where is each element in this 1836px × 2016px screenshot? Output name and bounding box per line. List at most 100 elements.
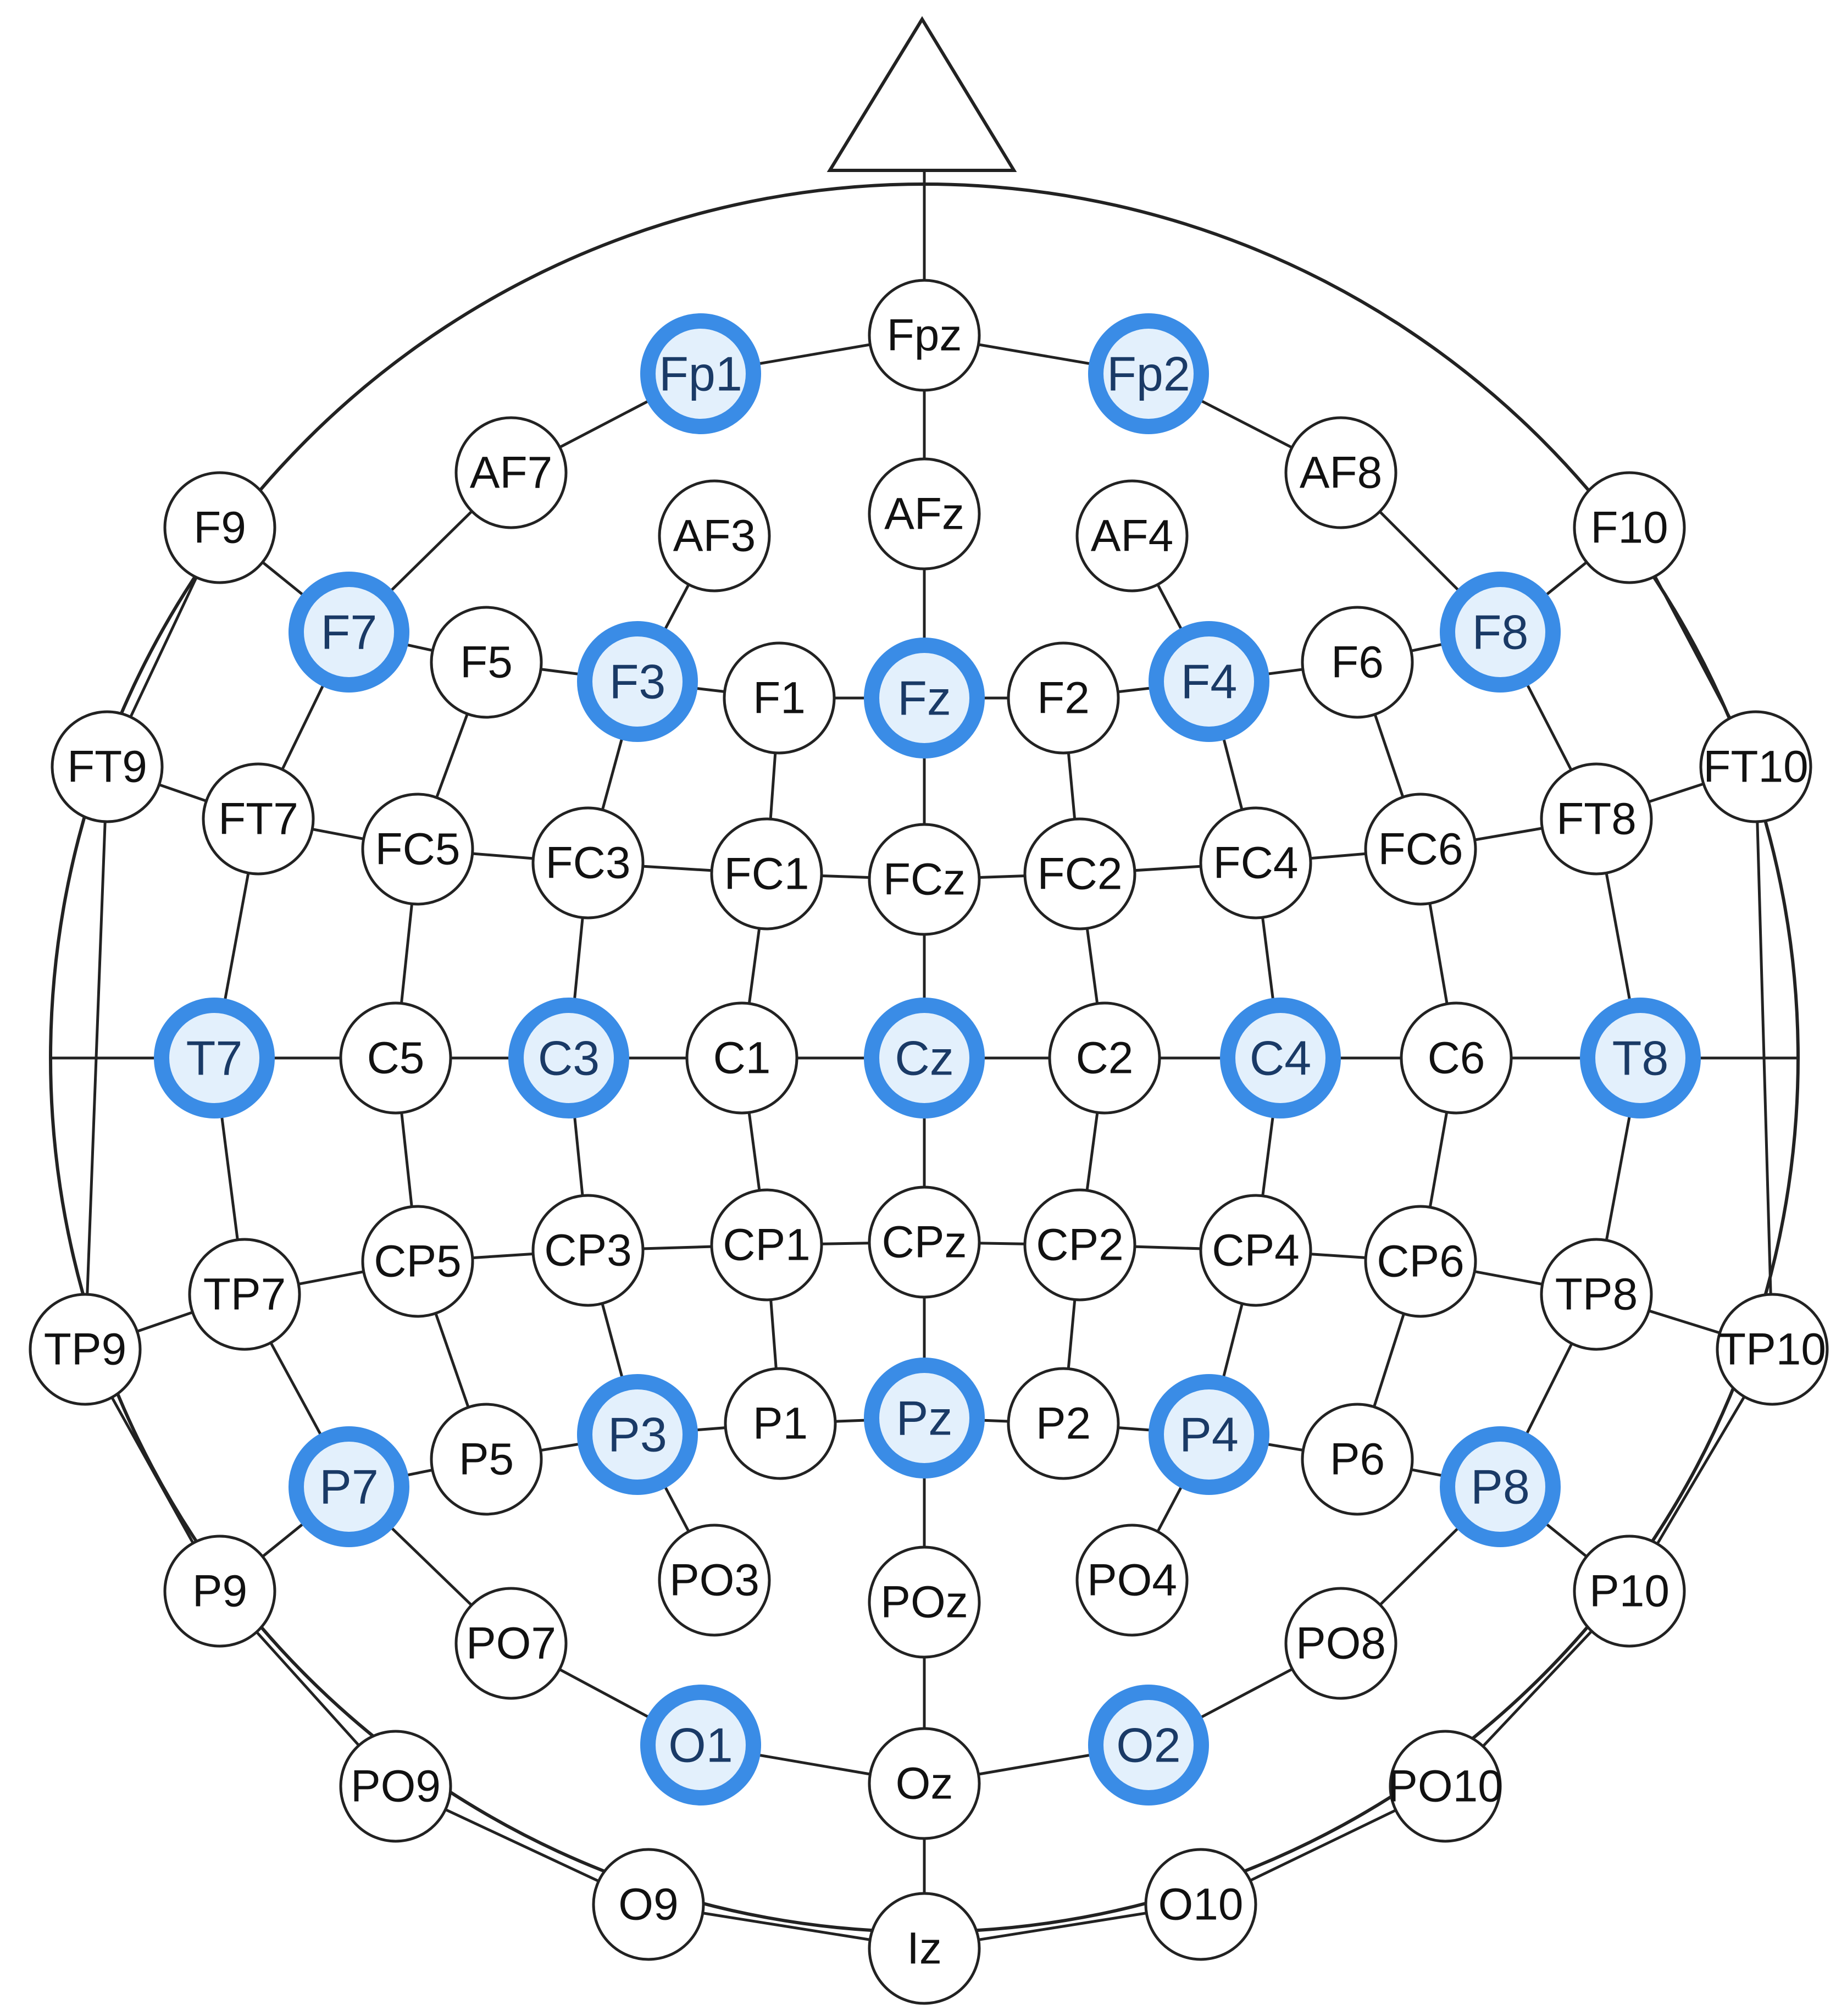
electrode-label: Fz [897,671,951,725]
electrode-po7: PO7 [454,1587,568,1700]
electrode-circle [1144,1848,1257,1961]
electrode-f1: F1 [723,641,836,755]
electrode-label: P4 [1179,1408,1239,1462]
electrode-po8: PO8 [1284,1587,1397,1700]
electrode-circle [868,823,981,936]
electrode-circle [1149,1374,1269,1495]
electrode-circle [1716,1293,1829,1406]
electrode-label: C3 [538,1031,600,1085]
electrode-circle [163,471,276,584]
electrode-label: FT9 [67,742,147,792]
electrode-label: TP10 [1718,1325,1826,1375]
electrode-circle [724,1367,837,1480]
electrode-label: Iz [907,1924,942,1974]
electrode-fc4: FC4 [1199,806,1312,920]
electrode-label: AF7 [470,448,552,498]
electrode-label: P3 [608,1408,667,1462]
electrode-ft9: FT9 [51,710,164,823]
electrode-fc1: FC1 [710,817,823,931]
electrode-label: Cz [895,1031,954,1085]
electrode-o9: O9 [592,1848,705,1961]
electrode-circle [202,762,315,876]
electrode-circle [685,1001,798,1115]
electrode-circle [154,998,275,1118]
electrode-t8: T8 [1580,998,1701,1118]
electrode-fp1: Fp1 [640,313,761,434]
electrode-circle [1149,621,1269,742]
electrode-label: F5 [460,638,513,688]
electrode-label: CP3 [544,1226,632,1276]
electrode-f3: F3 [577,621,698,742]
electrode-c1: C1 [685,1001,798,1115]
electrode-af4: AF4 [1075,479,1189,592]
electrode-cp6: CP6 [1364,1205,1477,1318]
electrode-circle [710,817,823,931]
electrode-fp2: Fp2 [1088,313,1209,434]
electrode-p9: P9 [163,1535,276,1648]
electrode-label: Fpz [887,311,962,361]
electrode-cpz: CPz [868,1186,981,1299]
electrode-p7: P7 [289,1426,409,1547]
electrode-label: CP4 [1212,1226,1300,1276]
electrode-fc5: FC5 [361,793,474,906]
electrode-label: FC3 [546,838,631,888]
electrode-oz: Oz [868,1727,981,1840]
electrode-circle [339,1001,452,1115]
electrode-circle [1440,572,1561,693]
electrode-po4: PO4 [1075,1524,1189,1637]
electrode-circle [577,621,698,742]
electrode-circle [1075,479,1189,592]
electrode-label: FC6 [1378,824,1463,874]
electrode-label: C5 [367,1033,425,1083]
electrode-p2: P2 [1007,1367,1120,1480]
electrode-circle [1007,641,1120,755]
electrode-circle [531,1194,645,1307]
electrode-f6: F6 [1301,606,1414,719]
electrode-label: PO10 [1388,1762,1503,1812]
electrode-circle [361,1205,474,1318]
electrode-label: Fp1 [659,347,742,401]
electrode-fpz: Fpz [868,279,981,392]
electrode-circle [1699,710,1812,823]
electrode-label: C4 [1250,1031,1312,1085]
electrode-circle [289,572,409,693]
electrode-p4: P4 [1149,1374,1269,1495]
electrode-circle [361,793,474,906]
electrode-circle [1007,1367,1120,1480]
electrode-circle [1573,471,1686,584]
electrode-label: T8 [1612,1031,1669,1085]
electrode-f5: F5 [430,606,543,719]
electrode-circle [1075,1524,1189,1637]
electrode-label: C6 [1428,1033,1485,1083]
electrode-circle [868,1727,981,1840]
electrode-label: FC2 [1038,849,1123,899]
electrode-circle [577,1374,698,1495]
electrode-circle [868,1892,981,2005]
electrode-label: AF8 [1300,448,1382,498]
electrode-label: P8 [1471,1460,1530,1514]
electrode-tp7: TP7 [188,1238,301,1351]
electrode-p3: P3 [577,1374,698,1495]
electrode-label: P5 [459,1435,514,1485]
electrode-circle [1048,1001,1161,1115]
connection-ft9-tp9 [84,766,109,1350]
electrode-circle [592,1848,705,1961]
electrode-label: CPz [882,1217,967,1267]
electrode-circle [454,416,568,529]
electrode-tp8: TP8 [1540,1238,1653,1351]
electrode-c2: C2 [1048,1001,1161,1115]
electrode-circle [658,479,771,592]
electrode-label: AF4 [1091,511,1173,561]
electrode-label: F2 [1037,673,1090,723]
electrode-circle [51,710,164,823]
electrode-label: P2 [1036,1399,1091,1449]
electrode-f9: F9 [163,471,276,584]
electrode-af7: AF7 [454,416,568,529]
electrode-cp5: CP5 [361,1205,474,1318]
electrode-poz: POz [868,1546,981,1659]
electrode-fc6: FC6 [1364,793,1477,906]
electrode-c6: C6 [1400,1001,1513,1115]
electrode-circle [864,638,985,758]
electrode-cp4: CP4 [1199,1194,1312,1307]
electrode-p8: P8 [1440,1426,1561,1547]
